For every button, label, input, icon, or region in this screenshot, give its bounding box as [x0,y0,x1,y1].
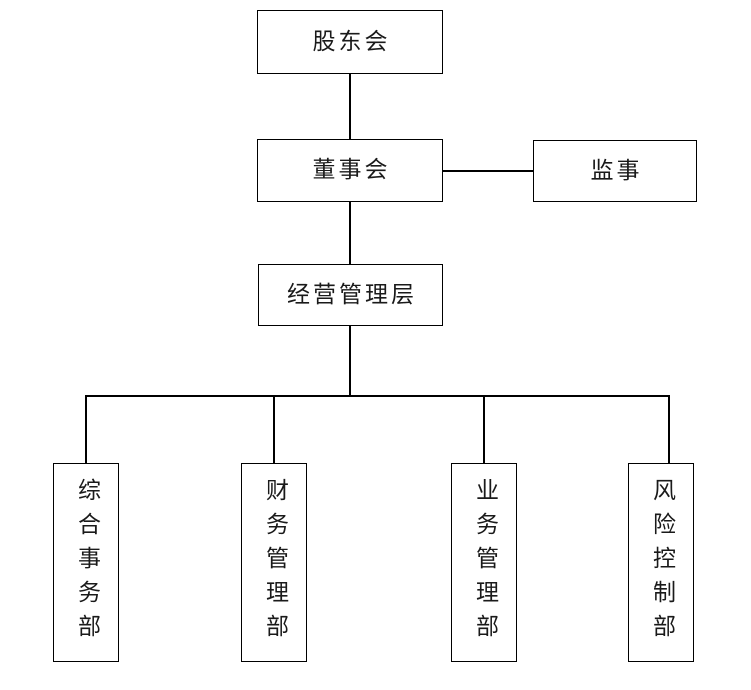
node-shareholders-meeting[interactable]: 股东会 [257,10,443,74]
node-department-3[interactable]: 业务管理部 [451,463,517,662]
edge-shareholders-to-board [349,74,351,139]
node-label-management: 经营管理层 [287,281,417,308]
node-board-of-directors[interactable]: 董事会 [257,139,443,202]
node-management[interactable]: 经营管理层 [258,264,443,326]
node-label-shareholders-meeting: 股东会 [312,28,391,55]
edge-bus-to-department-3 [483,395,485,464]
edge-department-bus [85,395,669,397]
node-label-supervisor: 监事 [590,157,643,184]
node-department-2[interactable]: 财务管理部 [241,463,307,662]
node-label-board-of-directors: 董事会 [312,157,391,183]
edge-bus-to-department-2 [273,395,275,464]
edge-board-to-management [349,202,351,265]
node-label-department-1: 综合事务部 [73,477,100,648]
edge-board-to-supervisor [443,170,534,172]
node-label-department-2: 财务管理部 [261,477,288,648]
node-label-department-3: 业务管理部 [471,477,498,648]
node-supervisor[interactable]: 监事 [533,140,697,202]
node-department-4[interactable]: 风险控制部 [628,463,694,662]
edge-management-to-bus [349,326,351,397]
node-label-department-4: 风险控制部 [648,477,675,648]
edge-bus-to-department-4 [668,395,670,464]
node-department-1[interactable]: 综合事务部 [53,463,119,662]
edge-bus-to-department-1 [85,395,87,464]
